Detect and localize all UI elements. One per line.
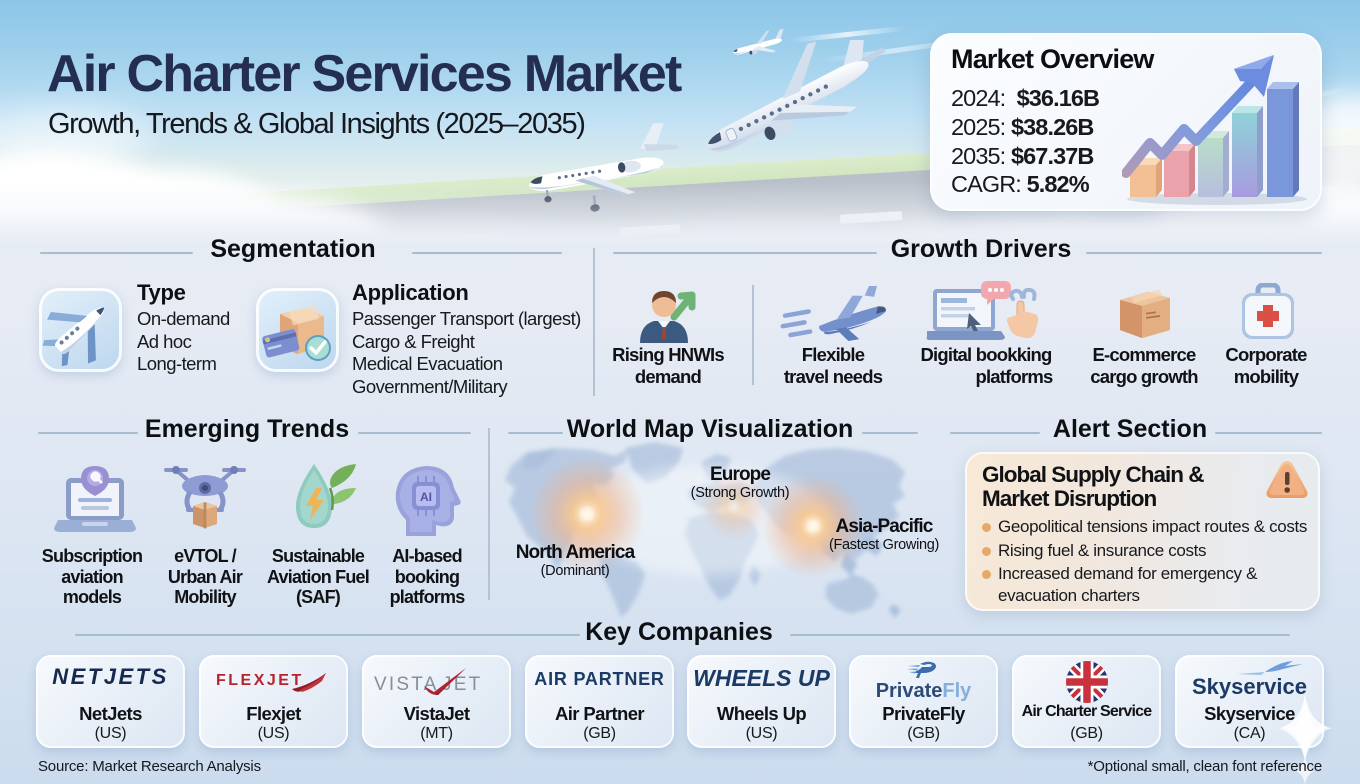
svg-text:AI: AI (420, 490, 432, 504)
svg-text:FLEXJET: FLEXJET (216, 672, 304, 689)
svg-text:VISTA: VISTA (374, 674, 439, 695)
